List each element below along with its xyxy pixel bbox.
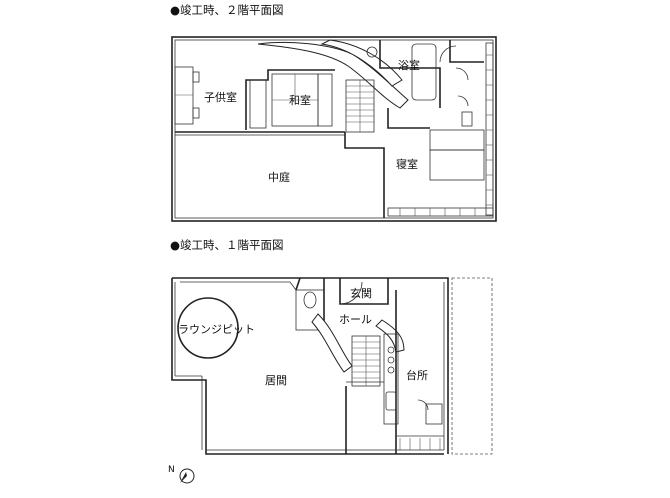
label-lounge-pit: ラウンジピット (178, 323, 255, 336)
label-child-room: 子供室 (204, 90, 237, 104)
label-living: 居間 (265, 374, 287, 387)
label-bedroom: 寝室 (396, 157, 418, 171)
floor2-title: ●竣工時、２階平面図 (170, 3, 284, 17)
floor1-plan (171, 277, 493, 455)
label-kitchen: 台所 (406, 368, 428, 382)
north-compass-icon: N (168, 465, 195, 484)
label-japanese-room: 和室 (289, 93, 311, 107)
label-courtyard: 中庭 (268, 170, 290, 184)
floor2-outer-wall (171, 36, 497, 222)
lounge-pit-circle (177, 297, 239, 359)
compass-north-label: N (168, 465, 175, 475)
floor1-title: ●竣工時、１階平面図 (170, 238, 284, 252)
label-bathroom: 浴室 (398, 58, 420, 72)
label-hall: ホール (339, 313, 372, 326)
floor2-plan (171, 36, 497, 222)
label-entrance: 玄関 (350, 286, 372, 300)
